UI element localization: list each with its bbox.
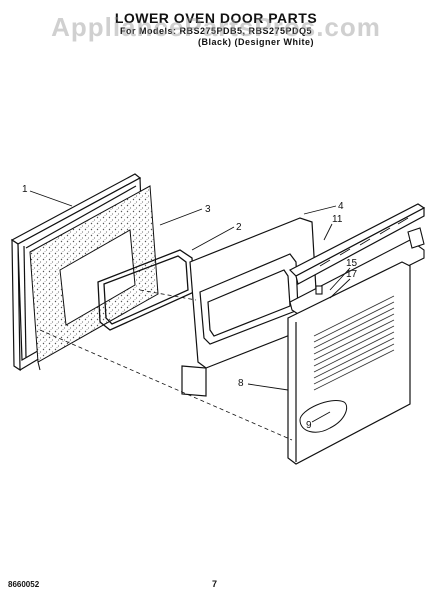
part-15-17-handle-hardware — [289, 227, 425, 319]
leader-lines — [29, 190, 351, 423]
callout-9: 9 — [306, 420, 312, 431]
document-code: 8660052 — [8, 580, 40, 589]
assembly-dash-lines — [39, 289, 293, 441]
callout-2: 2 — [236, 222, 242, 233]
callout-1: 1 — [22, 184, 28, 195]
part-3-insulation-pad — [29, 185, 159, 371]
diagram-title: LOWER OVEN DOOR PARTS — [114, 10, 318, 26]
callout-8: 8 — [238, 378, 244, 389]
callout-4: 4 — [338, 201, 344, 212]
callout-11: 11 — [332, 214, 343, 225]
part-11-door-handle — [288, 203, 426, 285]
callout-15: 15 — [346, 258, 358, 269]
models-line: For Models: RBS275PDB5, RBS275PDQ5 — [119, 26, 313, 36]
callout-labels: 1 3 2 4 11 15 17 8 9 — [22, 184, 358, 431]
colors-line: (Black) (Designer White) — [197, 37, 314, 47]
callout-3: 3 — [205, 204, 211, 215]
callout-17: 17 — [346, 269, 358, 280]
page-number: 7 — [212, 579, 218, 589]
part-9-badge — [299, 400, 348, 433]
